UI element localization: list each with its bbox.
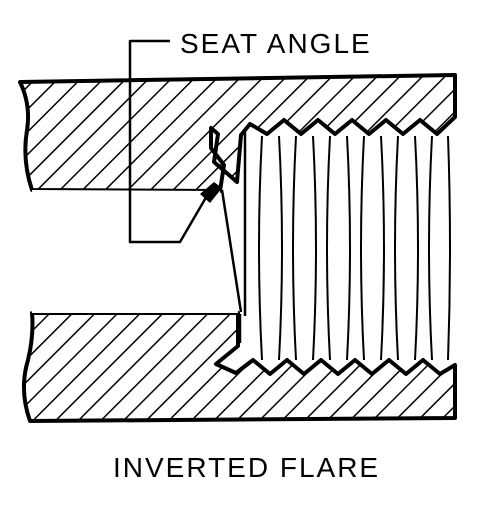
thread-profile	[220, 130, 247, 343]
seat-angle-label: SEAT ANGLE	[180, 28, 372, 59]
thread-ridges	[258, 135, 451, 361]
upper-wall-section	[18, 73, 457, 193]
seat-angle-leader	[128, 39, 210, 244]
diagram-caption: INVERTED FLARE	[113, 452, 380, 483]
lower-wall-section	[22, 311, 457, 423]
tube-bore	[27, 190, 238, 313]
